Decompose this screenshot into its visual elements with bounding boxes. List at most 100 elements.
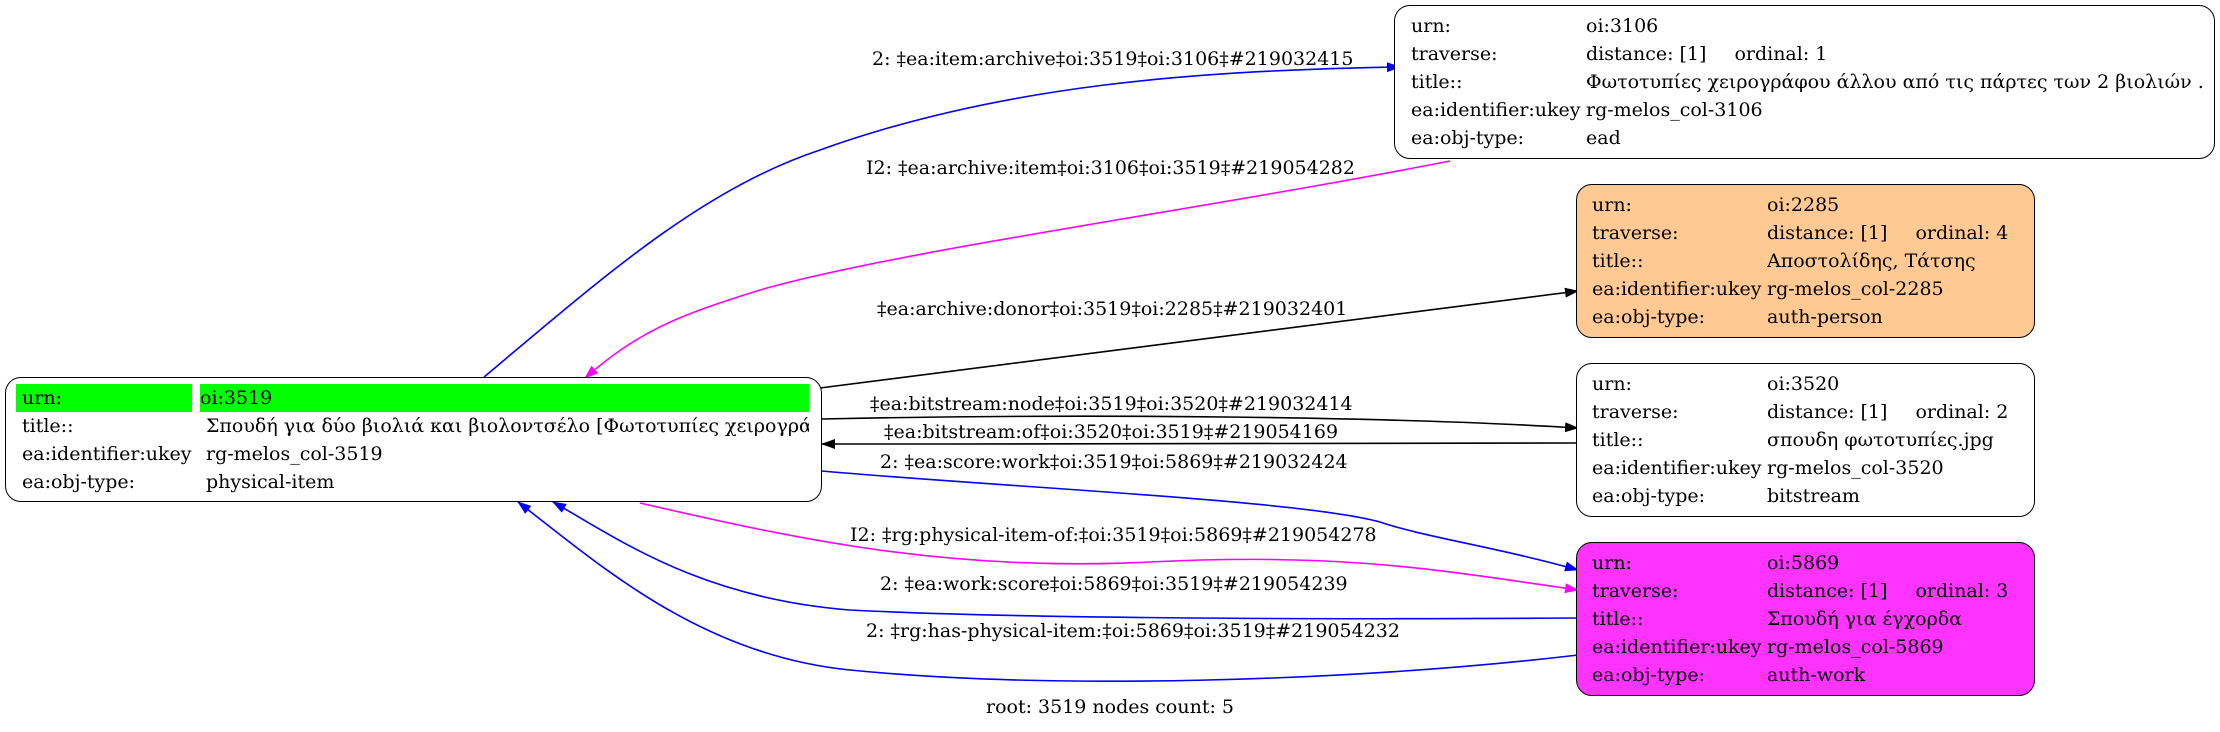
node-ukey-value: rg-melos_col-3519 (206, 443, 383, 465)
node-ukey-value: rg-melos_col-5869 (1767, 636, 1944, 658)
edge-label-work-score: 2: ‡ea:work:score‡oi:5869‡oi:3519‡#21905… (880, 573, 1348, 595)
node-ukey-key: ea:identifier:ukey (1592, 278, 1762, 300)
edge-label-bitstream-node: ‡ea:bitstream:node‡oi:3519‡oi:3520‡#2190… (870, 393, 1353, 415)
node-title-key: title:: (22, 415, 74, 437)
node-urn-row: urn: oi:2285 (1592, 191, 2022, 219)
edge-label-archive-donor: ‡ea:archive:donor‡oi:3519‡oi:2285‡#21903… (877, 298, 1347, 320)
node-type-key: ea:obj-type: (1592, 485, 1706, 507)
node-traverse-value: distance: [1] ordinal: 3 (1767, 577, 2022, 605)
node-traverse-row: traverse: distance: [1] ordinal: 2 (1592, 398, 2022, 426)
edge-physical-item-of (639, 502, 1579, 594)
node-type-key: ea:obj-type: (1411, 127, 1525, 149)
edge-score-work (821, 470, 1579, 572)
node-type-key: ea:obj-type: (22, 471, 136, 493)
edge-has-physical-item (517, 501, 1579, 682)
node-ukey-row: ea:identifier:ukey rg-melos_col-3519 (16, 440, 809, 468)
node-type-value: bitstream (1767, 485, 1860, 507)
node-ordinal: ordinal: 4 (1915, 222, 2009, 244)
node-type-row: ea:obj-type: bitstream (1592, 482, 2022, 510)
node-type-value: physical-item (206, 471, 335, 493)
node-traverse-key: traverse: (1411, 43, 1498, 65)
node-urn-key: urn: (1411, 15, 1451, 37)
node-ukey-key: ea:identifier:ukey (1411, 99, 1581, 121)
graph-footer: root: 3519 nodes count: 5 (985, 696, 1235, 718)
node-ukey-key: ea:identifier:ukey (22, 443, 192, 465)
node-oi-2285[interactable]: urn: oi:2285 traverse: distance: [1] ordi… (1576, 184, 2035, 338)
node-urn-row: urn: oi:3519 (16, 384, 809, 412)
node-traverse-value: distance: [1] ordinal: 4 (1767, 219, 2022, 247)
node-traverse-row: traverse: distance: [1] ordinal: 3 (1592, 577, 2022, 605)
node-urn-row: urn: oi:3520 (1592, 370, 2022, 398)
node-title-row: title:: Αποστολίδης, Τάτσης (1592, 247, 2022, 275)
node-urn-value: oi:2285 (1767, 194, 1840, 216)
node-title-value: Σπουδή για έγχορδα (1767, 608, 1963, 630)
node-distance: distance: [1] (1767, 401, 1888, 423)
node-urn-row: urn: oi:3106 (1411, 12, 2202, 40)
node-ukey-key: ea:identifier:ukey (1592, 457, 1762, 479)
node-ordinal: ordinal: 3 (1915, 580, 2009, 602)
node-traverse-row: traverse: distance: [1] ordinal: 1 (1411, 40, 2202, 68)
edge-bitstream-of (821, 438, 1579, 449)
node-urn-row: urn: oi:5869 (1592, 549, 2022, 577)
edge-label-score-work: 2: ‡ea:score:work‡oi:3519‡oi:5869‡#21903… (880, 451, 1348, 473)
node-ukey-row: ea:identifier:ukey rg-melos_col-3106 (1411, 96, 2202, 124)
node-ukey-value: rg-melos_col-3106 (1586, 99, 1763, 121)
node-traverse-key: traverse: (1592, 580, 1679, 602)
node-title-value: σπουδη φωτοτυπίες.jpg (1767, 429, 1994, 451)
node-urn-key: urn: (1592, 552, 1632, 574)
node-urn-value: oi:3519 (200, 384, 809, 412)
node-oi-5869[interactable]: urn: oi:5869 traverse: distance: [1] ordi… (1576, 542, 2035, 696)
node-ordinal: ordinal: 2 (1915, 401, 2009, 423)
node-type-row: ea:obj-type: auth-person (1592, 303, 2022, 331)
edge-archive-donor (819, 287, 1579, 389)
edge-item-archive (483, 62, 1401, 378)
node-oi-3519[interactable]: urn: oi:3519 title:: Σπουδή για δύο βιολ… (5, 377, 822, 502)
node-ukey-value: rg-melos_col-2285 (1767, 278, 1944, 300)
node-distance: distance: [1] (1586, 43, 1707, 65)
edge-label-bitstream-of: ‡ea:bitstream:of‡oi:3520‡oi:3519‡#219054… (884, 421, 1338, 443)
node-title-key: title:: (1592, 429, 1644, 451)
node-ukey-row: ea:identifier:ukey rg-melos_col-5869 (1592, 633, 2022, 661)
node-type-key: ea:obj-type: (1592, 306, 1706, 328)
node-urn-value: oi:3520 (1767, 373, 1840, 395)
node-title-key: title:: (1411, 71, 1463, 93)
node-traverse-row: traverse: distance: [1] ordinal: 4 (1592, 219, 2022, 247)
node-title-row: title:: Σπουδή για έγχορδα (1592, 605, 2022, 633)
node-ukey-value: rg-melos_col-3520 (1767, 457, 1944, 479)
node-type-value: auth-work (1767, 664, 1866, 686)
node-title-value: Φωτοτυπίες χειρογράφου άλλου από τις πάρ… (1586, 71, 2202, 93)
edge-label-item-archive: 2: ‡ea:item:archive‡oi:3519‡oi:3106‡#219… (872, 48, 1353, 70)
node-title-row: title:: Φωτοτυπίες χειρογράφου άλλου από… (1411, 68, 2202, 96)
node-title-row: title:: σπουδη φωτοτυπίες.jpg (1592, 426, 2022, 454)
node-urn-key: urn: (1592, 373, 1632, 395)
node-urn-key: urn: (1592, 194, 1632, 216)
node-traverse-value: distance: [1] ordinal: 2 (1767, 398, 2022, 426)
edge-bitstream-node (821, 415, 1579, 433)
edge-archive-item (584, 160, 1451, 379)
node-traverse-key: traverse: (1592, 401, 1679, 423)
edge-label-archive-item: I2: ‡ea:archive:item‡oi:3106‡oi:3519‡#21… (866, 157, 1355, 179)
node-title-value: Αποστολίδης, Τάτσης (1767, 250, 1976, 272)
edge-work-score (552, 501, 1579, 620)
node-urn-key: urn: (16, 384, 192, 412)
node-traverse-key: traverse: (1592, 222, 1679, 244)
node-oi-3520[interactable]: urn: oi:3520 traverse: distance: [1] ordi… (1576, 363, 2035, 517)
node-ordinal: ordinal: 1 (1734, 43, 1828, 65)
node-urn-value: oi:3106 (1586, 15, 1659, 37)
node-type-value: ead (1586, 127, 1621, 149)
node-urn-value: oi:5869 (1767, 552, 1840, 574)
node-type-row: ea:obj-type: physical-item (16, 468, 809, 496)
node-oi-3106[interactable]: urn: oi:3106 traverse: distance: [1] ordi… (1394, 5, 2215, 159)
node-type-row: ea:obj-type: ead (1411, 124, 2202, 152)
node-title-key: title:: (1592, 608, 1644, 630)
node-ukey-row: ea:identifier:ukey rg-melos_col-3520 (1592, 454, 2022, 482)
node-title-value: Σπουδή για δύο βιολιά και βιολοντσέλο [Φ… (206, 415, 809, 437)
node-ukey-row: ea:identifier:ukey rg-melos_col-2285 (1592, 275, 2022, 303)
edge-label-has-physical-item: 2: ‡rg:has-physical-item:‡oi:5869‡oi:351… (866, 620, 1400, 642)
node-traverse-value: distance: [1] ordinal: 1 (1586, 40, 2202, 68)
node-type-key: ea:obj-type: (1592, 664, 1706, 686)
node-distance: distance: [1] (1767, 222, 1888, 244)
node-distance: distance: [1] (1767, 580, 1888, 602)
node-title-row: title:: Σπουδή για δύο βιολιά και βιολον… (16, 412, 809, 440)
